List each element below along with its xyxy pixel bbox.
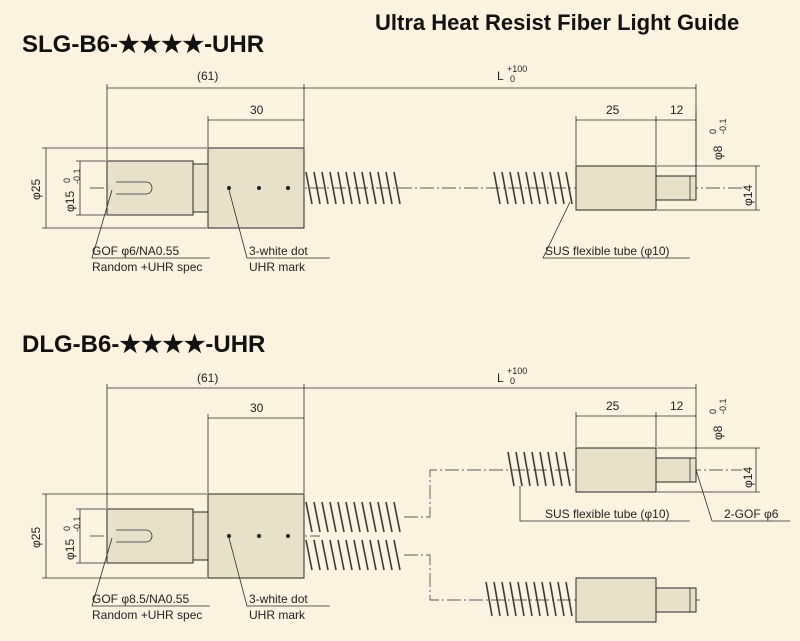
slg-sus-label: SUS flexible tube (φ10) [545,244,670,258]
slg-end-ferrule [575,165,657,211]
slg-dim-phi15-tol: 0 [62,178,72,183]
slg-gof-leader [91,189,210,259]
slg-dim-phi8: φ8 [711,145,725,160]
dlg-ferrule-tip [106,508,194,564]
dlg-upper-end-ferrule [575,447,657,493]
slg-white-dot [286,186,290,190]
dlg-gof-line1: GOF φ8.5/NA0.55 [92,592,189,606]
dlg-fiber-slot [116,529,153,543]
banner-title: Ultra Heat Resist Fiber Light Guide [375,10,739,35]
dlg-dot-line2: UHR mark [249,608,306,622]
dlg-title: DLG-B6-★★★★-UHR [22,331,265,358]
dlg-dim-25: 25 [606,399,620,413]
dlg-flexible-tube-upper-left [305,501,401,533]
dlg-flexible-tube-upper-right [507,451,571,487]
slg-sus-leader [542,201,690,259]
slg-ferrule-neck [192,163,209,213]
slg-dim-L: L [497,69,504,83]
slg-ferrule-tip [106,160,194,216]
dlg-dim-phi8-tol: 0 [708,409,718,414]
dlg-ferrule-neck [192,511,209,561]
dlg-dim-12: 12 [670,399,684,413]
dlg-gof2-label: 2-GOF φ6 [724,507,779,521]
dlg-flexible-tube-lower-left [305,539,401,571]
dlg-branch-lower [404,554,700,601]
dlg-flexible-tube-lower-right [485,581,573,617]
dlg-dim-30: 30 [250,401,264,415]
dlg-gof-leader [91,537,210,607]
dlg-dot-leader [228,537,330,607]
dlg-dim-phi15: φ15 [63,539,77,560]
dlg-lower-end-ferrule [575,577,657,623]
slg-dim-phi15: φ15 [63,191,77,212]
dlg-dim-phi14: φ14 [741,467,755,488]
slg-fiber-slot [116,181,153,195]
slg-dim-25: 25 [606,103,620,117]
slg-end-tip [655,175,697,201]
dlg-lower-end-tip [655,587,697,613]
slg-title: SLG-B6-★★★★-UHR [22,31,264,58]
dlg-sus-label: SUS flexible tube (φ10) [545,507,670,521]
dlg-dim-L-tol-lower: 0 [510,376,515,386]
slg-gof-line1: GOF φ6/NA0.55 [92,244,179,258]
dlg-dot-line1: 3-white dot [249,592,308,606]
dlg-gof2-leader [695,469,790,522]
dlg-dim-phi8: φ8 [711,425,725,440]
dlg-dim-phi15-tol: 0 [62,526,72,531]
dlg-dim-L-tol-upper: +100 [507,366,527,376]
slg-dot-line2: UHR mark [249,260,306,274]
slg-dim-phi25: φ25 [29,179,43,200]
dlg-white-dot [227,534,231,538]
dlg-dim-61: (61) [197,371,218,385]
slg-ferrule-body [207,147,305,229]
dlg-dim-L: L [497,371,504,385]
dlg-upper-end-tip [655,457,697,483]
slg-section: SLG-B6-★★★★-UHR (61) L +100 0 [22,31,760,274]
dlg-white-dot [286,534,290,538]
slg-dot-leader [228,189,330,259]
slg-dim-12: 12 [670,103,684,117]
dlg-section: DLG-B6-★★★★-UHR [22,331,790,623]
dlg-gof-line2: Random +UHR spec [92,608,202,622]
dlg-sus-leader [519,486,690,522]
slg-dim-30: 30 [250,103,264,117]
dlg-dim-phi25: φ25 [29,527,43,548]
slg-dim-L-tol-lower: 0 [510,74,515,84]
dlg-dim-phi8-tol-lower: -0.1 [718,398,728,414]
slg-dim-phi15-tol-lower: -0.1 [72,168,82,184]
slg-dim-phi8-tol: 0 [708,129,718,134]
slg-white-dot [227,186,231,190]
dlg-white-dot [257,534,261,538]
slg-dot-line1: 3-white dot [249,244,308,258]
dlg-dim-phi15-tol-lower: -0.1 [72,516,82,532]
slg-gof-line2: Random +UHR spec [92,260,202,274]
slg-flexible-tube-left [305,171,401,205]
slg-dim-phi14: φ14 [741,185,755,206]
slg-dim-61: (61) [197,69,218,83]
slg-dim-phi8-tol-lower: -0.1 [718,118,728,134]
slg-flexible-tube-right [493,171,573,205]
slg-white-dot [257,186,261,190]
slg-dim-L-tol-upper: +100 [507,64,527,74]
